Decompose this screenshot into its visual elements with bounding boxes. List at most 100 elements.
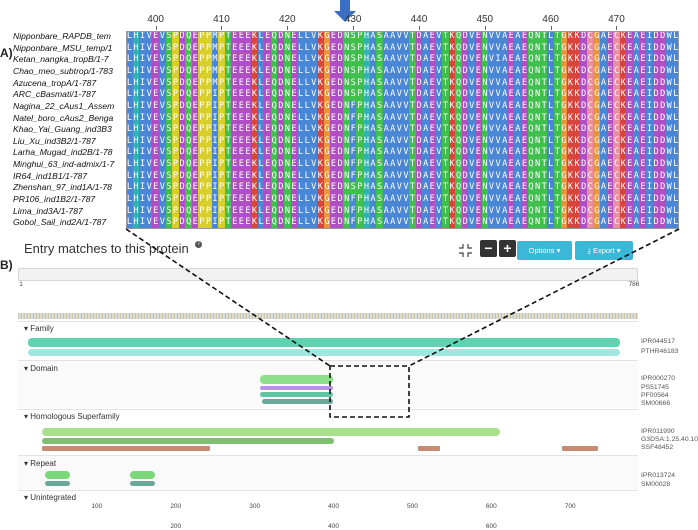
domain-id[interactable]: PS51745	[641, 384, 669, 391]
residue-cell: S	[165, 159, 173, 172]
residue-cell: V	[468, 65, 476, 78]
residue-cell: I	[211, 135, 219, 148]
family-id[interactable]: PTHR46183	[641, 348, 679, 355]
top-axis[interactable]	[18, 268, 638, 281]
residue-cell: K	[573, 112, 581, 125]
residue-cell: L	[547, 31, 555, 43]
residue-cell: P	[218, 147, 226, 160]
residue-cell: K	[567, 217, 574, 230]
domain-track-label[interactable]: ▾ Domain	[24, 364, 58, 373]
domain-bar[interactable]	[260, 375, 333, 384]
residue-cell: E	[507, 217, 515, 230]
residue-cell: V	[402, 182, 410, 195]
residue-cell: L	[672, 42, 680, 55]
superfamily-id[interactable]: SSF48452	[641, 444, 674, 451]
residue-cell: A	[422, 147, 430, 160]
family-bar[interactable]	[28, 338, 620, 347]
residue-cell: E	[606, 100, 614, 113]
domain-bar[interactable]	[262, 399, 333, 404]
residue-cell: K	[448, 170, 456, 183]
repeat-id[interactable]: IPR013724	[641, 472, 676, 479]
superfamily-bar[interactable]	[418, 446, 440, 451]
residue-cell: V	[310, 54, 318, 67]
residue-cell: D	[580, 159, 588, 172]
residue-cell: D	[336, 194, 344, 206]
residue-cell: V	[145, 100, 153, 113]
domain-bar[interactable]	[260, 386, 333, 390]
residue-cell: E	[231, 112, 239, 125]
residue-cell: Q	[185, 135, 193, 148]
residue-cell: D	[461, 194, 469, 206]
options-button[interactable]: Options ▾	[517, 241, 572, 260]
residue-cell: E	[231, 42, 239, 55]
expand-icon[interactable]	[458, 243, 473, 258]
residue-cell: D	[580, 112, 588, 125]
repeat-track-label[interactable]: ▾ Repeat	[24, 459, 57, 468]
repeat-section	[18, 455, 638, 489]
residue-cell: E	[264, 100, 272, 113]
residue-cell: T	[553, 89, 561, 102]
residue-cell: K	[448, 65, 456, 78]
superfamily-bar[interactable]	[42, 428, 500, 436]
residue-cell: A	[632, 217, 640, 230]
domain-id[interactable]: SM00666	[641, 400, 671, 407]
domain-id[interactable]: IPR000270	[641, 375, 676, 382]
residue-cell: T	[409, 170, 416, 183]
residue-cell: V	[435, 170, 443, 183]
residue-cell: A	[632, 100, 640, 113]
ruler-tick	[155, 26, 157, 30]
residue-cell: E	[639, 194, 647, 206]
residue-cell: E	[521, 112, 528, 125]
residue-cell: E	[521, 135, 528, 148]
zoom-out-button[interactable]: −	[480, 240, 497, 257]
residue-cell: T	[540, 54, 548, 67]
superfamily-bar[interactable]	[42, 438, 334, 444]
residue-cell: L	[257, 170, 265, 183]
residue-cell: P	[218, 65, 226, 78]
repeat-bar[interactable]	[45, 471, 70, 479]
residue-cell: N	[284, 65, 291, 78]
residue-cell: Q	[270, 42, 278, 55]
superfamily-id[interactable]: IPR011990	[641, 428, 675, 435]
residue-cell: D	[415, 135, 423, 148]
residue-cell: I	[646, 205, 653, 218]
residue-cell: K	[573, 100, 581, 113]
residue-cell: K	[448, 159, 456, 172]
superfamily-bar[interactable]	[562, 446, 598, 451]
superfamily-id[interactable]: G3DSA:1.25.40.10	[641, 436, 698, 443]
residue-cell: D	[461, 205, 469, 218]
residue-cell: T	[442, 147, 449, 160]
domain-id[interactable]: PF00564	[641, 392, 669, 399]
family-bar-secondary[interactable]	[28, 349, 620, 356]
unintegrated-track-label[interactable]: ▾ Unintegrated	[24, 493, 77, 502]
residue-cell: K	[251, 159, 258, 172]
repeat-bar[interactable]	[130, 471, 155, 479]
superfamily-bar[interactable]	[42, 446, 210, 451]
residue-cell: V	[435, 31, 443, 43]
zoom-in-button[interactable]: +	[499, 240, 516, 257]
residue-cell: L	[672, 217, 680, 230]
residue-cell: E	[244, 217, 252, 230]
repeat-bar[interactable]	[130, 481, 155, 486]
residue-cell: Q	[527, 135, 535, 148]
export-button[interactable]: ⤓ Export ▾	[575, 241, 633, 260]
residue-cell: Q	[455, 147, 463, 160]
info-circle-icon[interactable]: i	[195, 241, 203, 248]
residue-cell: E	[290, 89, 298, 102]
residue-cell: D	[277, 31, 285, 43]
residue-cell: D	[336, 135, 344, 148]
family-track-label[interactable]: ▾ Family	[24, 324, 54, 333]
residue-cell: E	[191, 100, 199, 113]
residue-cell: N	[534, 194, 542, 206]
residue-cell: I	[139, 170, 147, 183]
domain-bar[interactable]	[260, 392, 333, 397]
repeat-id[interactable]: SM00028	[641, 481, 671, 488]
superfamily-track-label[interactable]: ▾ Homologous Superfamily	[24, 412, 120, 421]
residue-cell: E	[639, 42, 647, 55]
residue-cell: A	[632, 135, 640, 148]
residue-cell: E	[474, 159, 482, 172]
residue-cell: D	[336, 159, 344, 172]
repeat-bar[interactable]	[45, 481, 70, 486]
family-id[interactable]: IPR044517	[641, 338, 676, 345]
residue-cell: D	[580, 217, 588, 230]
